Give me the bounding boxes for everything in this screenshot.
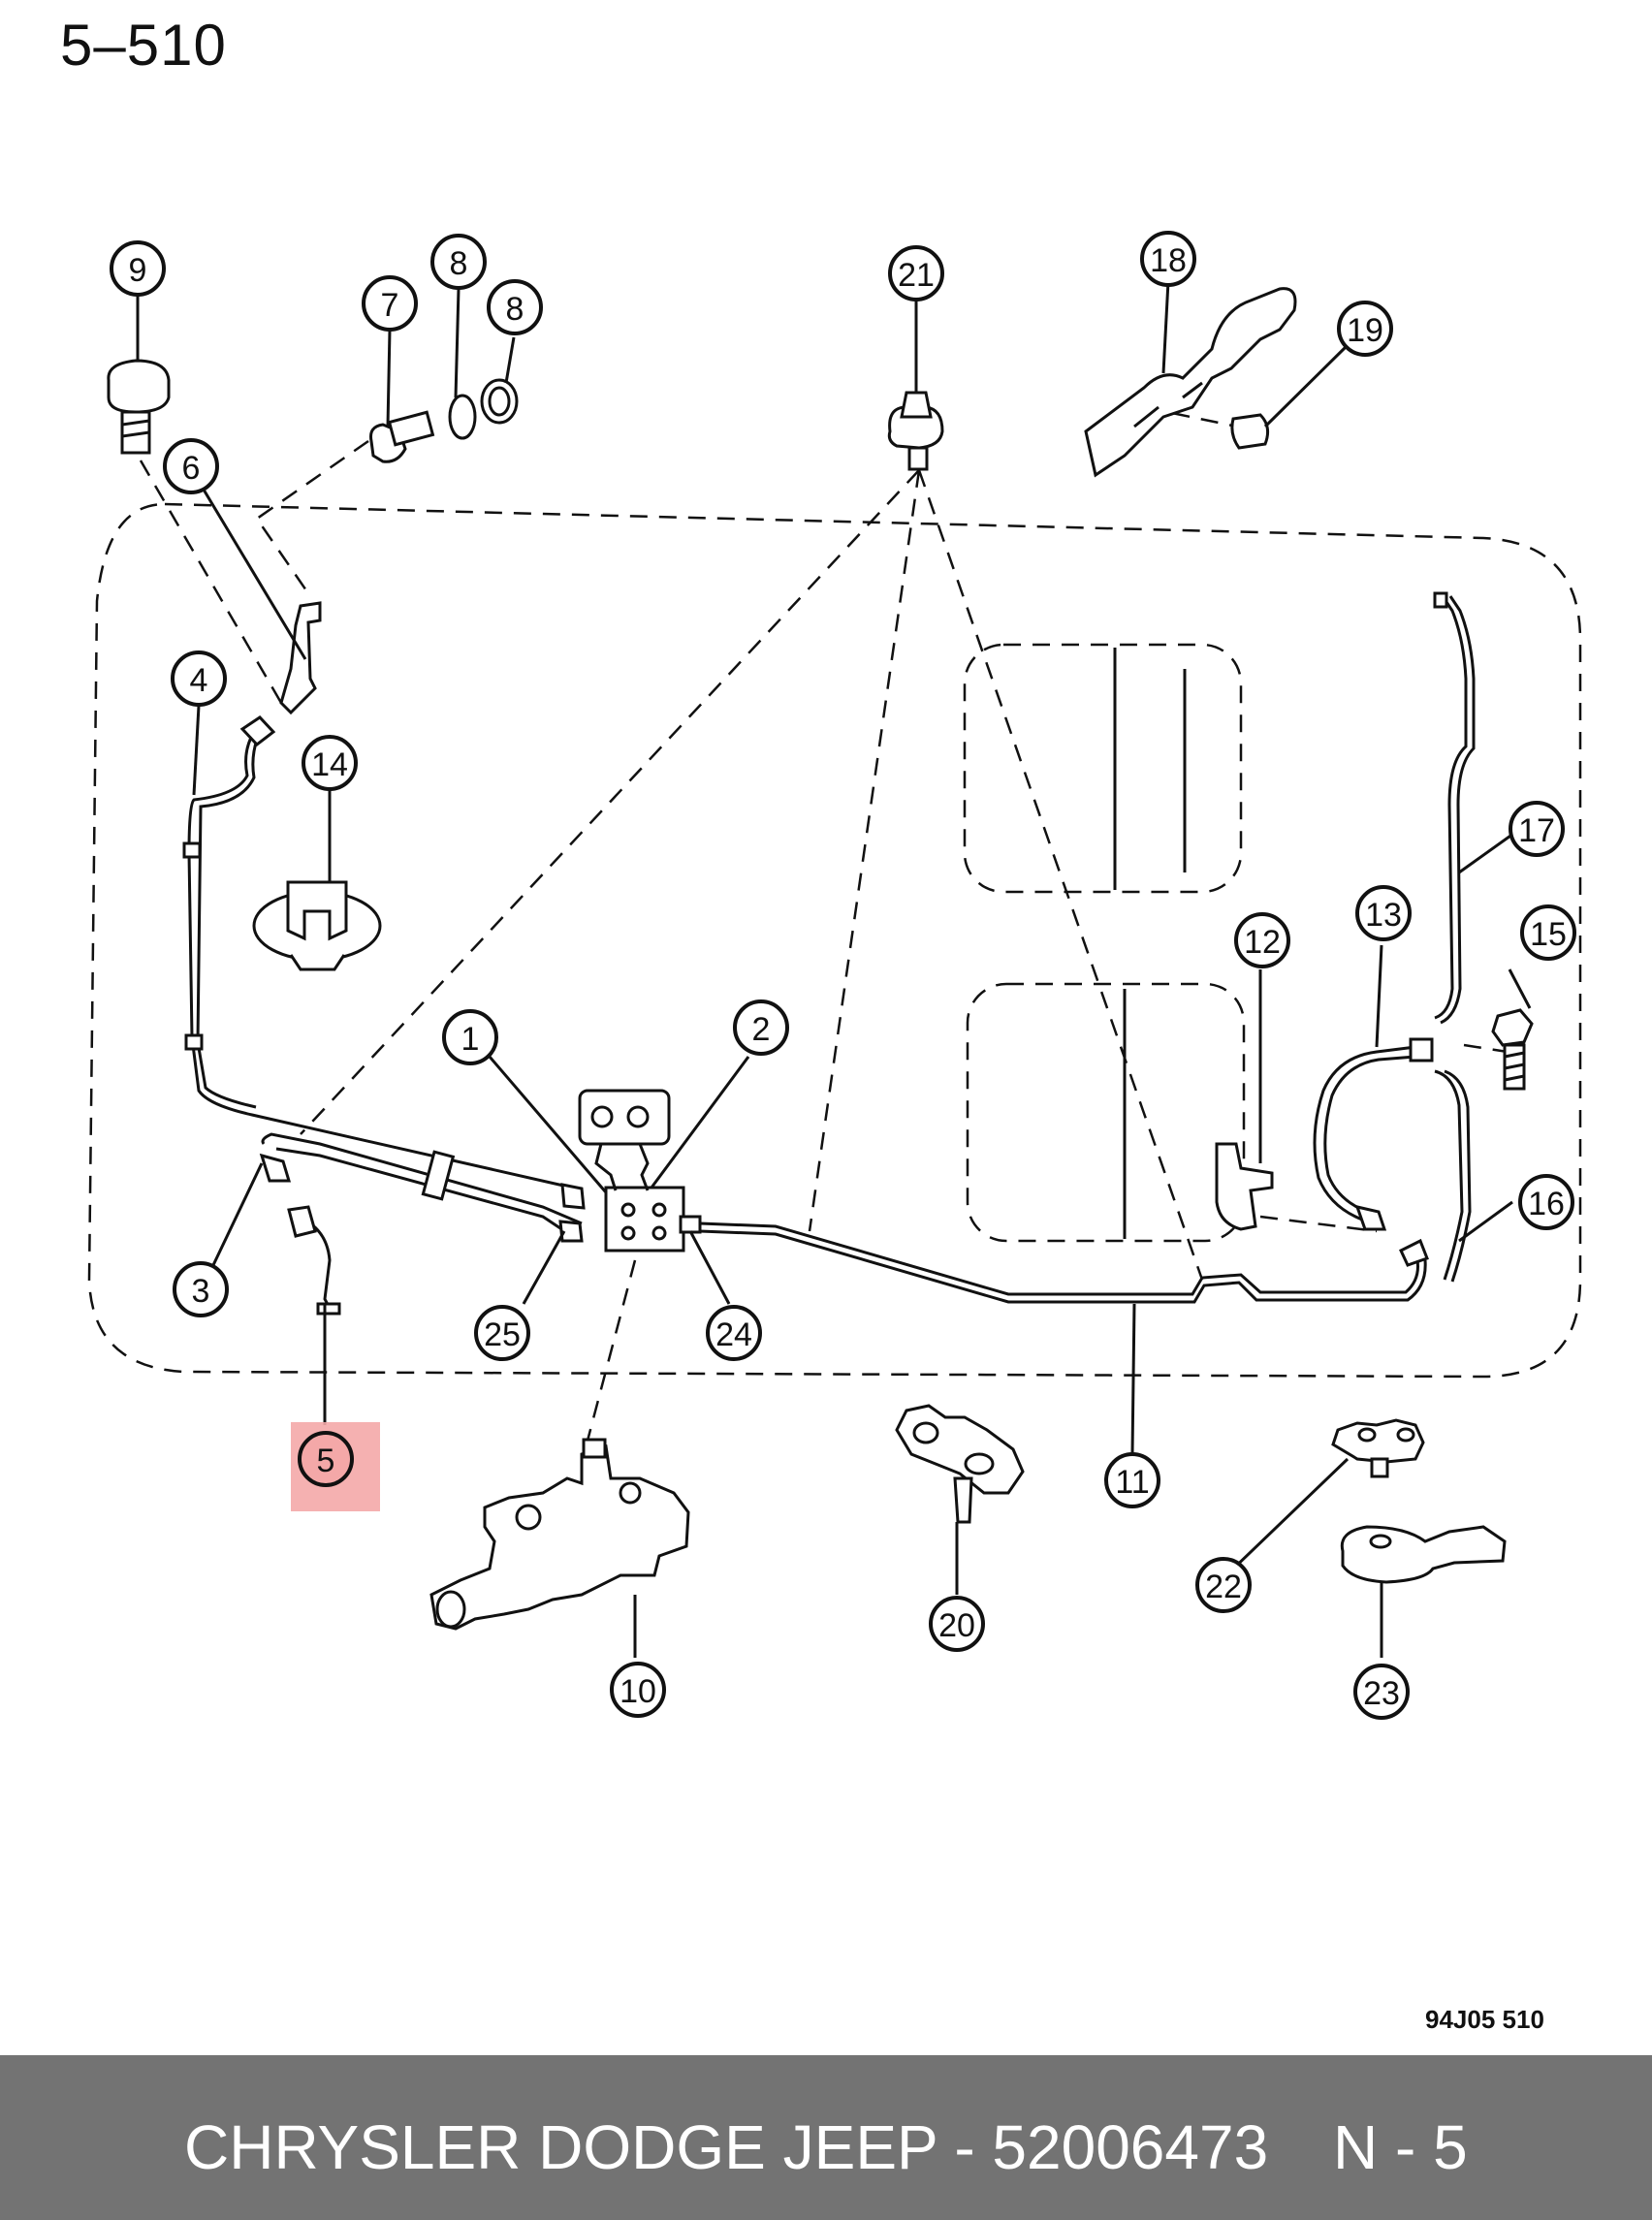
callout-5[interactable]: 5: [298, 1431, 354, 1487]
brake-line-3: [261, 1132, 583, 1225]
callout-1[interactable]: 1: [442, 1009, 498, 1065]
washer-8a: [448, 394, 477, 440]
callout-8a[interactable]: 8: [430, 234, 487, 290]
proportioning-valve-10: [429, 1444, 690, 1631]
junction-block: [604, 1186, 685, 1253]
callout-22[interactable]: 22: [1195, 1557, 1252, 1613]
vehicle-outline: [87, 502, 1582, 1379]
flex-hose-13: [1313, 1045, 1416, 1221]
svg-text:2: 2: [752, 1011, 771, 1048]
footer-reference: N - 5: [1333, 2112, 1468, 2182]
callout-14[interactable]: 14: [302, 735, 358, 791]
bracket-12: [1215, 1142, 1274, 1231]
floor-pan-lower: [966, 982, 1246, 1243]
callout-9[interactable]: 9: [110, 240, 166, 297]
svg-text:9: 9: [129, 252, 147, 289]
page-title: 5–510: [60, 13, 227, 78]
brake-line-17: [1434, 595, 1468, 1020]
svg-text:11: 11: [1115, 1464, 1149, 1501]
svg-text:7: 7: [381, 287, 399, 324]
callout-25[interactable]: 25: [474, 1305, 530, 1361]
svg-text:14: 14: [311, 746, 348, 783]
bracket-23: [1340, 1525, 1507, 1584]
figure-code: 94J05 510: [1425, 2005, 1544, 2034]
svg-text:22: 22: [1205, 1569, 1242, 1605]
svg-text:17: 17: [1518, 812, 1555, 849]
svg-text:16: 16: [1528, 1186, 1565, 1222]
svg-text:4: 4: [190, 662, 208, 699]
callout-19[interactable]: 19: [1337, 301, 1393, 357]
svg-text:5: 5: [317, 1443, 335, 1479]
svg-text:10: 10: [620, 1673, 656, 1710]
valve-body: [578, 1089, 671, 1146]
bolt-15: [1491, 1008, 1534, 1047]
svg-text:20: 20: [938, 1607, 975, 1644]
svg-text:19: 19: [1347, 312, 1383, 349]
svg-text:13: 13: [1365, 897, 1402, 934]
callout-6[interactable]: 6: [163, 438, 219, 494]
bolt-9: [107, 359, 171, 414]
brake-hose-6: [279, 601, 322, 715]
callout-16[interactable]: 16: [1518, 1174, 1574, 1230]
svg-text:23: 23: [1363, 1675, 1400, 1712]
svg-text:6: 6: [182, 450, 201, 487]
callout-7[interactable]: 7: [362, 275, 418, 332]
brake-line-16: [1434, 1069, 1464, 1281]
svg-text:8: 8: [450, 245, 468, 282]
footer-part-number: CHRYSLER DODGE JEEP - 52006473: [184, 2112, 1269, 2182]
brake-line-11: [699, 1221, 1419, 1296]
svg-text:24: 24: [715, 1316, 752, 1353]
svg-text:1: 1: [461, 1021, 480, 1058]
callout-18[interactable]: 18: [1140, 231, 1196, 287]
callout-20[interactable]: 20: [929, 1596, 985, 1652]
footer-bar: CHRYSLER DODGE JEEP - 52006473 N - 5: [0, 2055, 1652, 2220]
svg-text:18: 18: [1150, 242, 1187, 279]
pin-19: [1230, 413, 1270, 450]
svg-text:3: 3: [192, 1273, 210, 1310]
floor-pan-upper: [963, 643, 1243, 894]
callout-4[interactable]: 4: [171, 650, 227, 707]
callout-15[interactable]: 15: [1520, 904, 1576, 961]
callout-13[interactable]: 13: [1355, 885, 1412, 941]
svg-text:8: 8: [506, 291, 524, 328]
svg-text:12: 12: [1244, 924, 1281, 961]
callout-17[interactable]: 17: [1509, 801, 1565, 857]
svg-text:15: 15: [1530, 916, 1567, 953]
svg-text:25: 25: [484, 1316, 521, 1353]
callout-8b[interactable]: 8: [487, 279, 543, 335]
brake-line-diagram: 9 7 8 8 6 4 14 21 18 19 17 12 13 15 16 1…: [87, 231, 1582, 1720]
callout-24[interactable]: 24: [706, 1305, 762, 1361]
brake-line-4: [187, 731, 573, 1189]
svg-text:21: 21: [898, 257, 935, 294]
callout-21[interactable]: 21: [888, 245, 944, 301]
callout-12[interactable]: 12: [1234, 912, 1290, 968]
callout-3[interactable]: 3: [173, 1261, 229, 1317]
callout-2[interactable]: 2: [733, 999, 789, 1056]
heat-shield-18: [1084, 287, 1297, 478]
callout-11[interactable]: 11: [1104, 1452, 1160, 1508]
callout-23[interactable]: 23: [1353, 1664, 1410, 1720]
callout-10[interactable]: 10: [610, 1662, 666, 1718]
